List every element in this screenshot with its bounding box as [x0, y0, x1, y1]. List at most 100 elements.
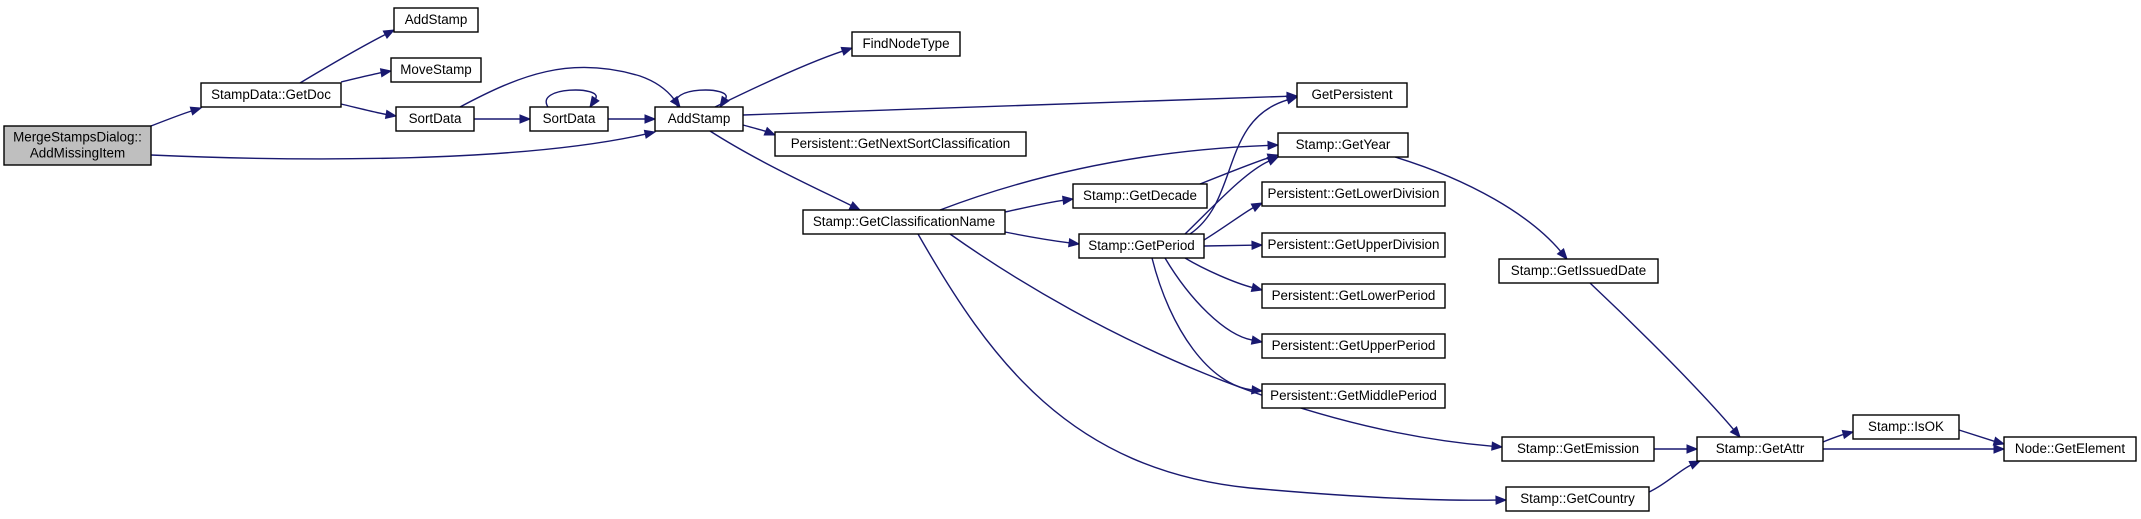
edge-line [1958, 429, 1995, 442]
edge-line [1151, 257, 1253, 391]
edge-s_classname-to-s_year [939, 140, 1280, 211]
node-label: AddStamp [405, 12, 468, 27]
node-box [529, 106, 609, 132]
node-box [1277, 132, 1409, 158]
node-s-year[interactable]: Stamp::GetYear [1277, 132, 1409, 158]
arrowhead [1992, 436, 2006, 446]
node-s-attr[interactable]: Stamp::GetAttr [1696, 436, 1824, 462]
edge-root-to-sd_getdoc [150, 106, 203, 127]
edge-line [150, 133, 646, 160]
arrowhead [669, 95, 681, 109]
node-findnodetype[interactable]: FindNodeType [851, 31, 961, 57]
node-label: Persistent::GetUpperPeriod [1272, 338, 1436, 353]
edge-line [1203, 244, 1253, 247]
node-s-issued[interactable]: Stamp::GetIssuedDate [1498, 258, 1659, 284]
node-p-upperdiv[interactable]: Persistent::GetUpperDivision [1261, 232, 1446, 258]
node-p-middleper[interactable]: Persistent::GetMiddlePeriod [1261, 383, 1446, 409]
edge-sortdata1-to-sortdata2 [474, 114, 532, 124]
edge-line [459, 66, 675, 108]
node-box [393, 7, 479, 33]
node-label: Stamp::GetAttr [1716, 441, 1805, 456]
edge-line [299, 33, 386, 84]
node-s-emission[interactable]: Stamp::GetEmission [1501, 436, 1655, 462]
edge-s_isok-to-n_element [1958, 429, 2006, 446]
node-box [1261, 232, 1446, 258]
node-label: Stamp::GetIssuedDate [1511, 263, 1646, 278]
node-label: MoveStamp [400, 62, 471, 77]
node-p-upperper[interactable]: Persistent::GetUpperPeriod [1261, 333, 1446, 359]
node-s-period[interactable]: Stamp::GetPeriod [1078, 233, 1205, 259]
edge-line [917, 233, 1497, 501]
edge-line [709, 130, 852, 207]
arrowhead [1250, 202, 1264, 213]
node-getpersistent[interactable]: GetPersistent [1296, 82, 1408, 108]
node-box [1261, 383, 1446, 409]
node-label: SortData [543, 111, 596, 126]
edges-layer [150, 29, 2006, 505]
arrowhead [1267, 140, 1280, 151]
node-box [1296, 82, 1408, 108]
arrowhead [1250, 335, 1264, 345]
node-box [3, 125, 152, 166]
edge-addstamp-to-s_classname [709, 130, 862, 211]
node-addstamp[interactable]: AddStamp [654, 106, 744, 132]
node-addstamp-top[interactable]: AddStamp [393, 7, 479, 33]
edge-sortdata1-to-addstamp [459, 66, 681, 109]
node-sortdata1[interactable]: SortData [395, 106, 475, 132]
node-p-nextsort[interactable]: Persistent::GetNextSortClassification [774, 131, 1027, 157]
edge-s_period-to-p_upperdiv [1203, 240, 1264, 250]
arrowhead [1841, 429, 1855, 440]
node-label: Node::GetElement [2015, 441, 2125, 456]
edge-sd_getdoc-to-movestamp [340, 68, 393, 83]
arrowhead [384, 109, 398, 119]
edge-s_issued-to-s_attr [1589, 282, 1741, 439]
arrowhead [840, 46, 854, 56]
arrowhead [644, 114, 657, 124]
edge-line [1004, 199, 1064, 213]
edge-line [340, 103, 387, 116]
node-box [2003, 436, 2137, 462]
node-p-lowerper[interactable]: Persistent::GetLowerPeriod [1261, 283, 1446, 309]
arrowhead [1062, 195, 1075, 206]
edge-line [1203, 207, 1254, 241]
edge-line [1164, 257, 1253, 341]
node-sd-getdoc[interactable]: StampData::GetDoc [200, 82, 342, 108]
node-s-isok[interactable]: Stamp::IsOK [1852, 414, 1960, 440]
edge-s_emission-to-s_attr [1654, 444, 1699, 454]
node-s-decade[interactable]: Stamp::GetDecade [1072, 183, 1208, 209]
node-label: Persistent::GetLowerDivision [1268, 186, 1440, 201]
node-box [654, 106, 744, 132]
node-sortdata2[interactable]: SortData [529, 106, 609, 132]
node-box [200, 82, 342, 108]
node-s-country[interactable]: Stamp::GetCountry [1505, 486, 1650, 512]
node-label: Persistent::GetMiddlePeriod [1270, 388, 1437, 403]
edge-line [1189, 99, 1288, 235]
node-movestamp[interactable]: MoveStamp [390, 57, 482, 83]
edge-line [742, 124, 766, 132]
node-label: StampData::GetDoc [211, 87, 331, 102]
node-n-element[interactable]: Node::GetElement [2003, 436, 2137, 462]
node-label: Stamp::IsOK [1868, 419, 1944, 434]
edge-s_country-to-s_attr [1648, 460, 1702, 493]
node-p-lowerdiv[interactable]: Persistent::GetLowerDivision [1261, 181, 1446, 207]
edge-line [340, 72, 382, 83]
node-box [1261, 283, 1446, 309]
arrowhead [1285, 95, 1299, 105]
node-label: FindNodeType [862, 36, 949, 51]
arrowhead [643, 129, 657, 139]
edge-line [545, 89, 597, 108]
node-root[interactable]: MergeStampsDialog::AddMissingItem [3, 125, 152, 166]
node-box [1501, 436, 1655, 462]
edge-addstamp-to-getpersistent [742, 91, 1299, 116]
edge-s_attr-to-s_isok [1822, 429, 1855, 443]
node-box [1261, 181, 1446, 207]
edge-line [939, 144, 1269, 211]
node-label: SortData [409, 111, 462, 126]
edge-s_attr-to-n_element [1823, 444, 2006, 454]
edge-line [742, 95, 1288, 116]
node-s-classname[interactable]: Stamp::GetClassificationName [802, 209, 1006, 235]
edge-s_decade-to-s_year [1199, 153, 1280, 185]
node-box [802, 209, 1006, 235]
edge-s_period-to-s_year [1184, 156, 1280, 235]
